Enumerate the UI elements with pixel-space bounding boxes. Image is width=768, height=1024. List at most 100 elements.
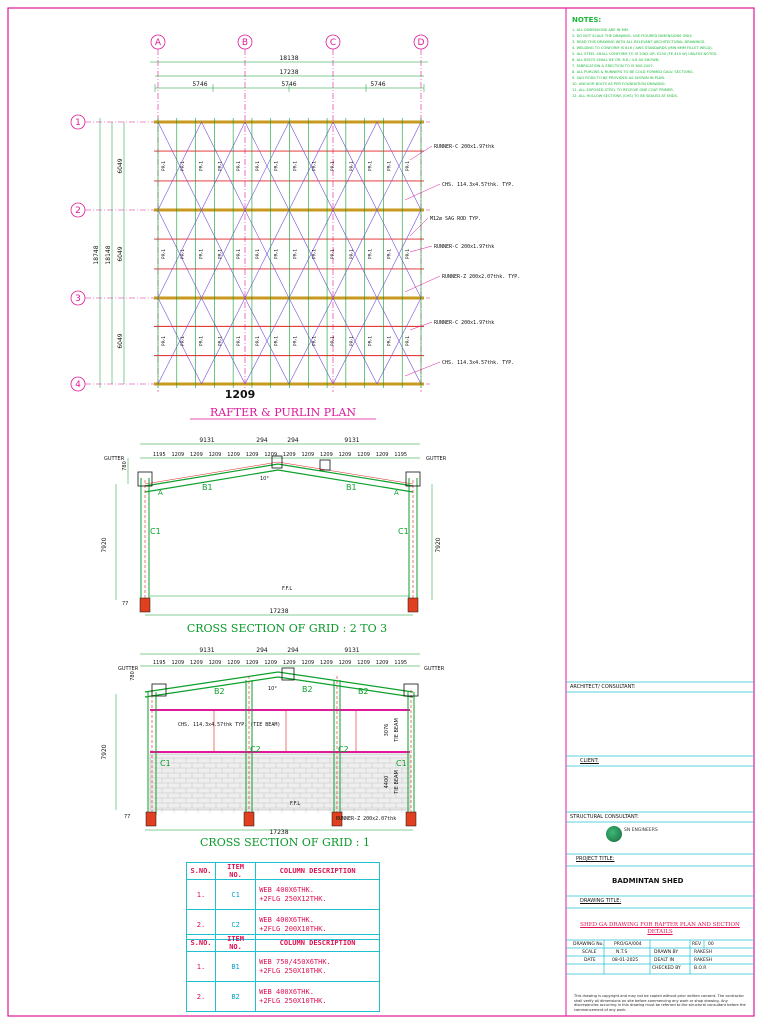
sec1-column-1: C1: [160, 759, 171, 768]
plan-label-runner-c-1: RUNNER-C 200x1.97thk: [434, 144, 494, 150]
plan-dim-bay-3: 5746: [370, 81, 385, 88]
sec1-ffl: F.F.L: [290, 801, 300, 807]
sec23-dim-left: 9131: [199, 437, 214, 444]
sec23-dim-right: 9131: [344, 437, 359, 444]
date-label: DATE: [584, 958, 596, 963]
sec23-dims: [115, 443, 433, 616]
bracing-member: [288, 297, 334, 385]
notes-list: 1. ALL DIMENSIONS ARE IN MM.2. DO NOT SC…: [572, 27, 752, 99]
architect-label: ARCHITECT/ CONSULTANT:: [570, 684, 636, 690]
spacing-dim: 1195: [153, 452, 166, 458]
purlin-label: PR-1: [255, 249, 261, 259]
plan-title: RAFTER & PURLIN PLAN: [210, 406, 356, 419]
beam-row2-item: B2: [214, 981, 257, 1012]
purlin-label: PR-1: [405, 336, 411, 346]
sec23-height-right: 7920: [435, 537, 442, 552]
sec23-columns: [140, 478, 418, 604]
sec23-column-centers: [144, 480, 414, 612]
plan-dim-left-bay-3: 6049: [117, 333, 124, 348]
purlin-label: PR-1: [293, 336, 299, 346]
purlin-label: PR-1: [293, 249, 299, 259]
plan-label-chs-1: CHS. 114.3x4.57thk. TYP.: [442, 182, 514, 188]
structural-label: STRUCTURAL CONSULTANT:: [570, 814, 639, 820]
plan-grid-bubbles-top: A B C D: [150, 34, 429, 50]
drawing-no-label: DRAWING No.: [573, 942, 604, 947]
purlin-label: PR-1: [236, 336, 242, 346]
spacing-dim: 1195: [394, 452, 407, 458]
grid-col-b: B: [242, 38, 248, 48]
purlin-label: PR-1: [274, 249, 280, 259]
col-row1-desc: WEB 400X6THK.+2FLG 250X12THK.: [255, 879, 380, 910]
sec1-dim-ridge-l: 294: [256, 647, 268, 654]
plan-grid-bubbles-left: 1 2 3 4: [70, 114, 86, 392]
note-line: 7. FABRICATION & ERECTION TO IS 800:2007…: [572, 64, 654, 68]
purlin-label: PR-1: [274, 336, 280, 346]
col-row2-desc-line1: WEB 400X6THK.: [259, 915, 314, 924]
grid-col-a: A: [155, 38, 162, 48]
col-row1-item: C1: [214, 879, 257, 910]
footer-disclaimer: This drawing is copyright and may not be…: [574, 994, 746, 1012]
project-title-label: PROJECT TITLE:: [576, 856, 615, 862]
beam-row2-desc: WEB 400X6THK.+2FLG 250X10THK.: [255, 981, 380, 1012]
rafter-purlin-plan: A B C D 1 2 3 4: [70, 34, 520, 420]
sec23-gutter-right: GUTTER: [426, 456, 447, 462]
note-line: 9. SAG RODS TO BE PROVIDED AS SHOWN IN P…: [572, 76, 666, 80]
sec1-base: 77: [124, 814, 130, 820]
sec23-grid-a-left: A: [158, 489, 163, 497]
plan-dim-left-overall: 18748: [93, 245, 100, 264]
spacing-dim: 1209: [339, 660, 352, 666]
sec23-base: 77: [122, 601, 128, 607]
col-row1-desc-line2: +2FLG 250X12THK.: [259, 894, 327, 903]
plan-dim-bay-2: 5746: [281, 81, 296, 88]
sec1-label-3076: 3076: [384, 724, 390, 737]
bracing-member: [244, 209, 290, 299]
spacing-dim: 1209: [376, 452, 389, 458]
plan-verticals: [157, 118, 422, 388]
purlin-label: PR-1: [311, 336, 317, 346]
plan-dim-left-bay-1: 6049: [117, 158, 124, 173]
sec23-width: 17238: [269, 608, 288, 615]
spacing-dim: 1209: [246, 452, 259, 458]
drawing-title: SHED GA DRAWING FOR RAFTER PLAN AND SECT…: [580, 922, 740, 935]
note-line: 6. ALL BOLTS SHALL BE GR. 8.8 / 4.6 AS S…: [572, 58, 660, 62]
purlin-label: PR-1: [236, 161, 242, 171]
sec23-height-top: 780: [122, 461, 128, 471]
grid-row-1: 1: [75, 118, 81, 128]
purlin-label: PR-1: [311, 161, 317, 171]
dealt-label: DEALT IN: [654, 958, 675, 963]
sec1-brick-wall: [149, 753, 411, 811]
purlin-label: PR-1: [255, 336, 261, 346]
bracing-member: [244, 121, 290, 211]
purlin-label: PR-1: [386, 161, 392, 171]
beam-row2-sno: 2.: [186, 981, 216, 1012]
beam-header-item: ITEM NO.: [214, 934, 257, 952]
sec23-title: CROSS SECTION OF GRID : 2 TO 3: [187, 622, 387, 635]
sec1-tie-beams: [150, 709, 410, 753]
spacing-dim: 1195: [394, 660, 407, 666]
bracing-member: [201, 209, 246, 299]
firm-logo: [606, 826, 622, 842]
sec1-rafter-left: B2: [214, 687, 225, 696]
purlin-label: PR-1: [217, 161, 223, 171]
col-header-sno: S.NO.: [186, 862, 216, 880]
sec23-rafter-left: B1: [202, 483, 213, 492]
sec1-column-4: C1: [396, 759, 407, 768]
purlin-label: PR-1: [180, 161, 186, 171]
purlin-label: PR-1: [330, 249, 336, 259]
purlin-label: PR-1: [199, 336, 205, 346]
spacing-dim: 1209: [171, 660, 184, 666]
purlin-label: PR-1: [236, 249, 242, 259]
sec23-gutter-left: GUTTER: [104, 456, 125, 462]
purlin-label: PR-1: [368, 336, 374, 346]
bracing-member: [157, 209, 202, 299]
purlin-label: PR-1: [255, 161, 261, 171]
sheet-border: [7, 7, 755, 1017]
table-row: 2. B2 WEB 400X6THK.+2FLG 250X10THK.: [186, 981, 380, 1012]
spacing-dim: 1209: [227, 660, 240, 666]
purlin-label: PR-1: [199, 161, 205, 171]
sec1-rafters: [144, 671, 414, 698]
spacing-dim: 1209: [264, 660, 277, 666]
sec1-label-4400: 4400: [384, 776, 390, 789]
spacing-dim: 1209: [209, 660, 222, 666]
